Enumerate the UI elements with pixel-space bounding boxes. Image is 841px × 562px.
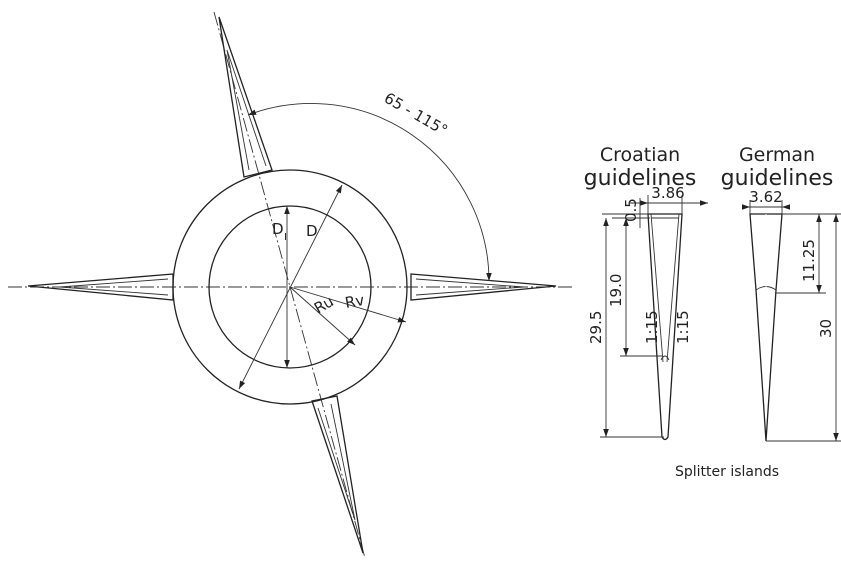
croatian-heading-line1: Croatian — [600, 144, 680, 166]
croatian-total-length: 29.5 — [587, 311, 605, 344]
croatian-splitter-island: Croatian guidelines 3.86 0.5 19.0 29.5 1… — [584, 144, 708, 441]
german-island-outline — [749, 213, 783, 442]
angle-label: 65 - 115° — [381, 89, 451, 140]
angle-arc — [247, 103, 492, 282]
croatian-upper-length: 19.0 — [607, 274, 625, 307]
german-top-width: 3.62 — [749, 188, 782, 206]
croatian-top-offset: 0.5 — [622, 198, 640, 222]
croatian-top-width: 3.86 — [651, 184, 684, 202]
caption: Splitter islands — [675, 464, 779, 480]
entry-radius-line — [289, 286, 407, 323]
left-splitter-island — [27, 273, 174, 301]
bottom-splitter-island — [311, 395, 364, 554]
exit-radius-label: Ru — [311, 292, 337, 317]
roundabout-plan — [8, 11, 575, 559]
croatian-heading-line2: guidelines — [584, 166, 697, 191]
croatian-slope-right: 1:15 — [674, 310, 692, 344]
entry-radius-label: Rv — [344, 291, 366, 312]
inner-diameter-label: D — [272, 220, 284, 238]
german-upper-length: 11.25 — [800, 239, 818, 282]
german-heading-line1: German — [739, 144, 815, 166]
diagonal-centerline — [213, 11, 366, 559]
outer-diameter-label: D — [306, 222, 318, 240]
exit-radius-line — [289, 286, 356, 346]
croatian-slope-left: 1:15 — [643, 310, 661, 344]
inner-diameter-subscript: I — [284, 232, 287, 243]
german-heading-line2: guidelines — [721, 166, 834, 191]
german-splitter-island: German guidelines 3.62 11.25 30 — [721, 144, 841, 442]
german-total-length: 30 — [817, 319, 835, 338]
